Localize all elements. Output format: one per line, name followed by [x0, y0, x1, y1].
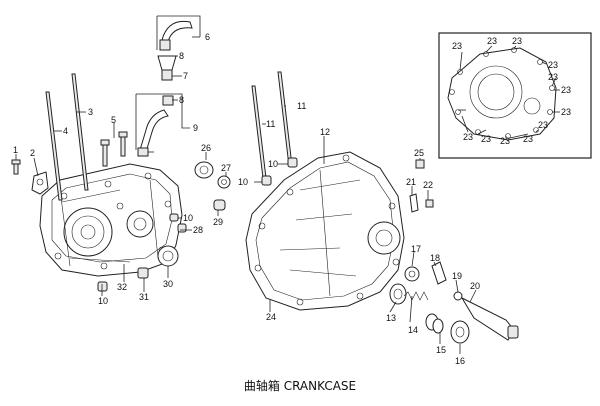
diagram-caption: 曲轴箱 CRANKCASE: [244, 378, 356, 393]
callout-9: 9: [193, 123, 198, 133]
callout-11-b: 11: [297, 101, 306, 111]
inset-callout-23: 23: [561, 85, 571, 95]
oil-seal-17: [404, 266, 420, 282]
bracket-2: [31, 171, 49, 195]
callout-31: 31: [139, 292, 149, 302]
callout-19: 19: [452, 271, 462, 281]
oil-strainer-cap-16: [450, 320, 470, 344]
callout-27: 27: [221, 163, 231, 173]
callout-10-d: 10: [268, 159, 278, 169]
inset-cover-detail: [438, 32, 592, 159]
bolt-1: [11, 159, 21, 175]
shift-arm-20: [460, 296, 519, 341]
inset-callout-23: 23: [463, 132, 473, 142]
callout-32: 32: [117, 282, 127, 292]
washer-27: [217, 175, 231, 189]
inset-callout-23: 23: [481, 134, 491, 144]
callout-22: 22: [423, 180, 433, 190]
stud-bolt-4: [45, 91, 63, 201]
callout-2: 2: [30, 148, 35, 158]
callout-1: 1: [13, 145, 18, 155]
plug-29: [213, 199, 226, 211]
inset-callout-23: 23: [548, 60, 558, 70]
shift-part-18: [431, 261, 447, 285]
inset-callout-labels: 23 23 23 23 23 23 23 23 23 23 23 23 23 2…: [452, 36, 571, 146]
callout-29: 29: [213, 217, 223, 227]
callout-26: 26: [201, 143, 211, 153]
bearing-13: [389, 283, 407, 305]
callout-30: 30: [163, 279, 173, 289]
dowel-pin-10-left: [97, 281, 108, 292]
inset-callout-23: 23: [548, 72, 558, 82]
washer-19: [453, 291, 463, 301]
callout-18: 18: [430, 253, 440, 263]
callout-3: 3: [88, 107, 93, 117]
callout-10-c: 10: [238, 177, 248, 187]
callout-28: 28: [193, 225, 203, 235]
callout-10-b: 10: [98, 296, 108, 306]
callout-6: 6: [205, 32, 210, 42]
callout-4: 4: [63, 126, 68, 136]
callout-15: 15: [436, 345, 446, 355]
inset-callout-23: 23: [561, 107, 571, 117]
right-crankcase-half: [245, 151, 405, 311]
callout-8a: 8: [179, 51, 184, 61]
callout-21: 21: [406, 177, 416, 187]
callout-labels: 1 2 3 4 5 6 7 8 8 9 10 10 10 10 11 11 12…: [13, 32, 480, 366]
leader-lines: [15, 15, 560, 354]
callout-14: 14: [408, 325, 418, 335]
inset-callout-23: 23: [512, 36, 522, 46]
callout-12: 12: [320, 127, 330, 137]
inset-callout-23: 23: [452, 41, 462, 51]
plug-31: [137, 267, 149, 279]
oil-seal-30: [157, 245, 179, 267]
dowel-pin-10-right: [261, 157, 298, 186]
callout-20: 20: [470, 281, 480, 291]
left-crankcase-half: [39, 163, 183, 277]
stud-bolt-3: [71, 73, 89, 191]
inset-callout-23: 23: [487, 36, 497, 46]
callout-16: 16: [455, 356, 465, 366]
callout-7: 7: [183, 71, 188, 81]
o-ring-15: [432, 318, 444, 334]
bracket-21: [409, 193, 419, 213]
bolt-25: [415, 159, 425, 169]
breather-hose-assembly: [137, 20, 193, 157]
bolt-5: [100, 131, 128, 167]
callout-25: 25: [414, 148, 424, 158]
callout-5: 5: [111, 115, 116, 125]
inset-callout-23: 23: [500, 136, 510, 146]
inset-callout-23: 23: [538, 120, 548, 130]
callout-10-a: 10: [183, 213, 193, 223]
inset-callout-23: 23: [523, 134, 533, 144]
oil-seal-26: [194, 161, 214, 179]
callout-17: 17: [411, 244, 421, 254]
callout-24: 24: [266, 312, 276, 322]
bolt-22: [425, 199, 434, 208]
callout-8b: 8: [179, 95, 184, 105]
callout-13: 13: [386, 313, 396, 323]
callout-11-a: 11: [266, 119, 275, 129]
